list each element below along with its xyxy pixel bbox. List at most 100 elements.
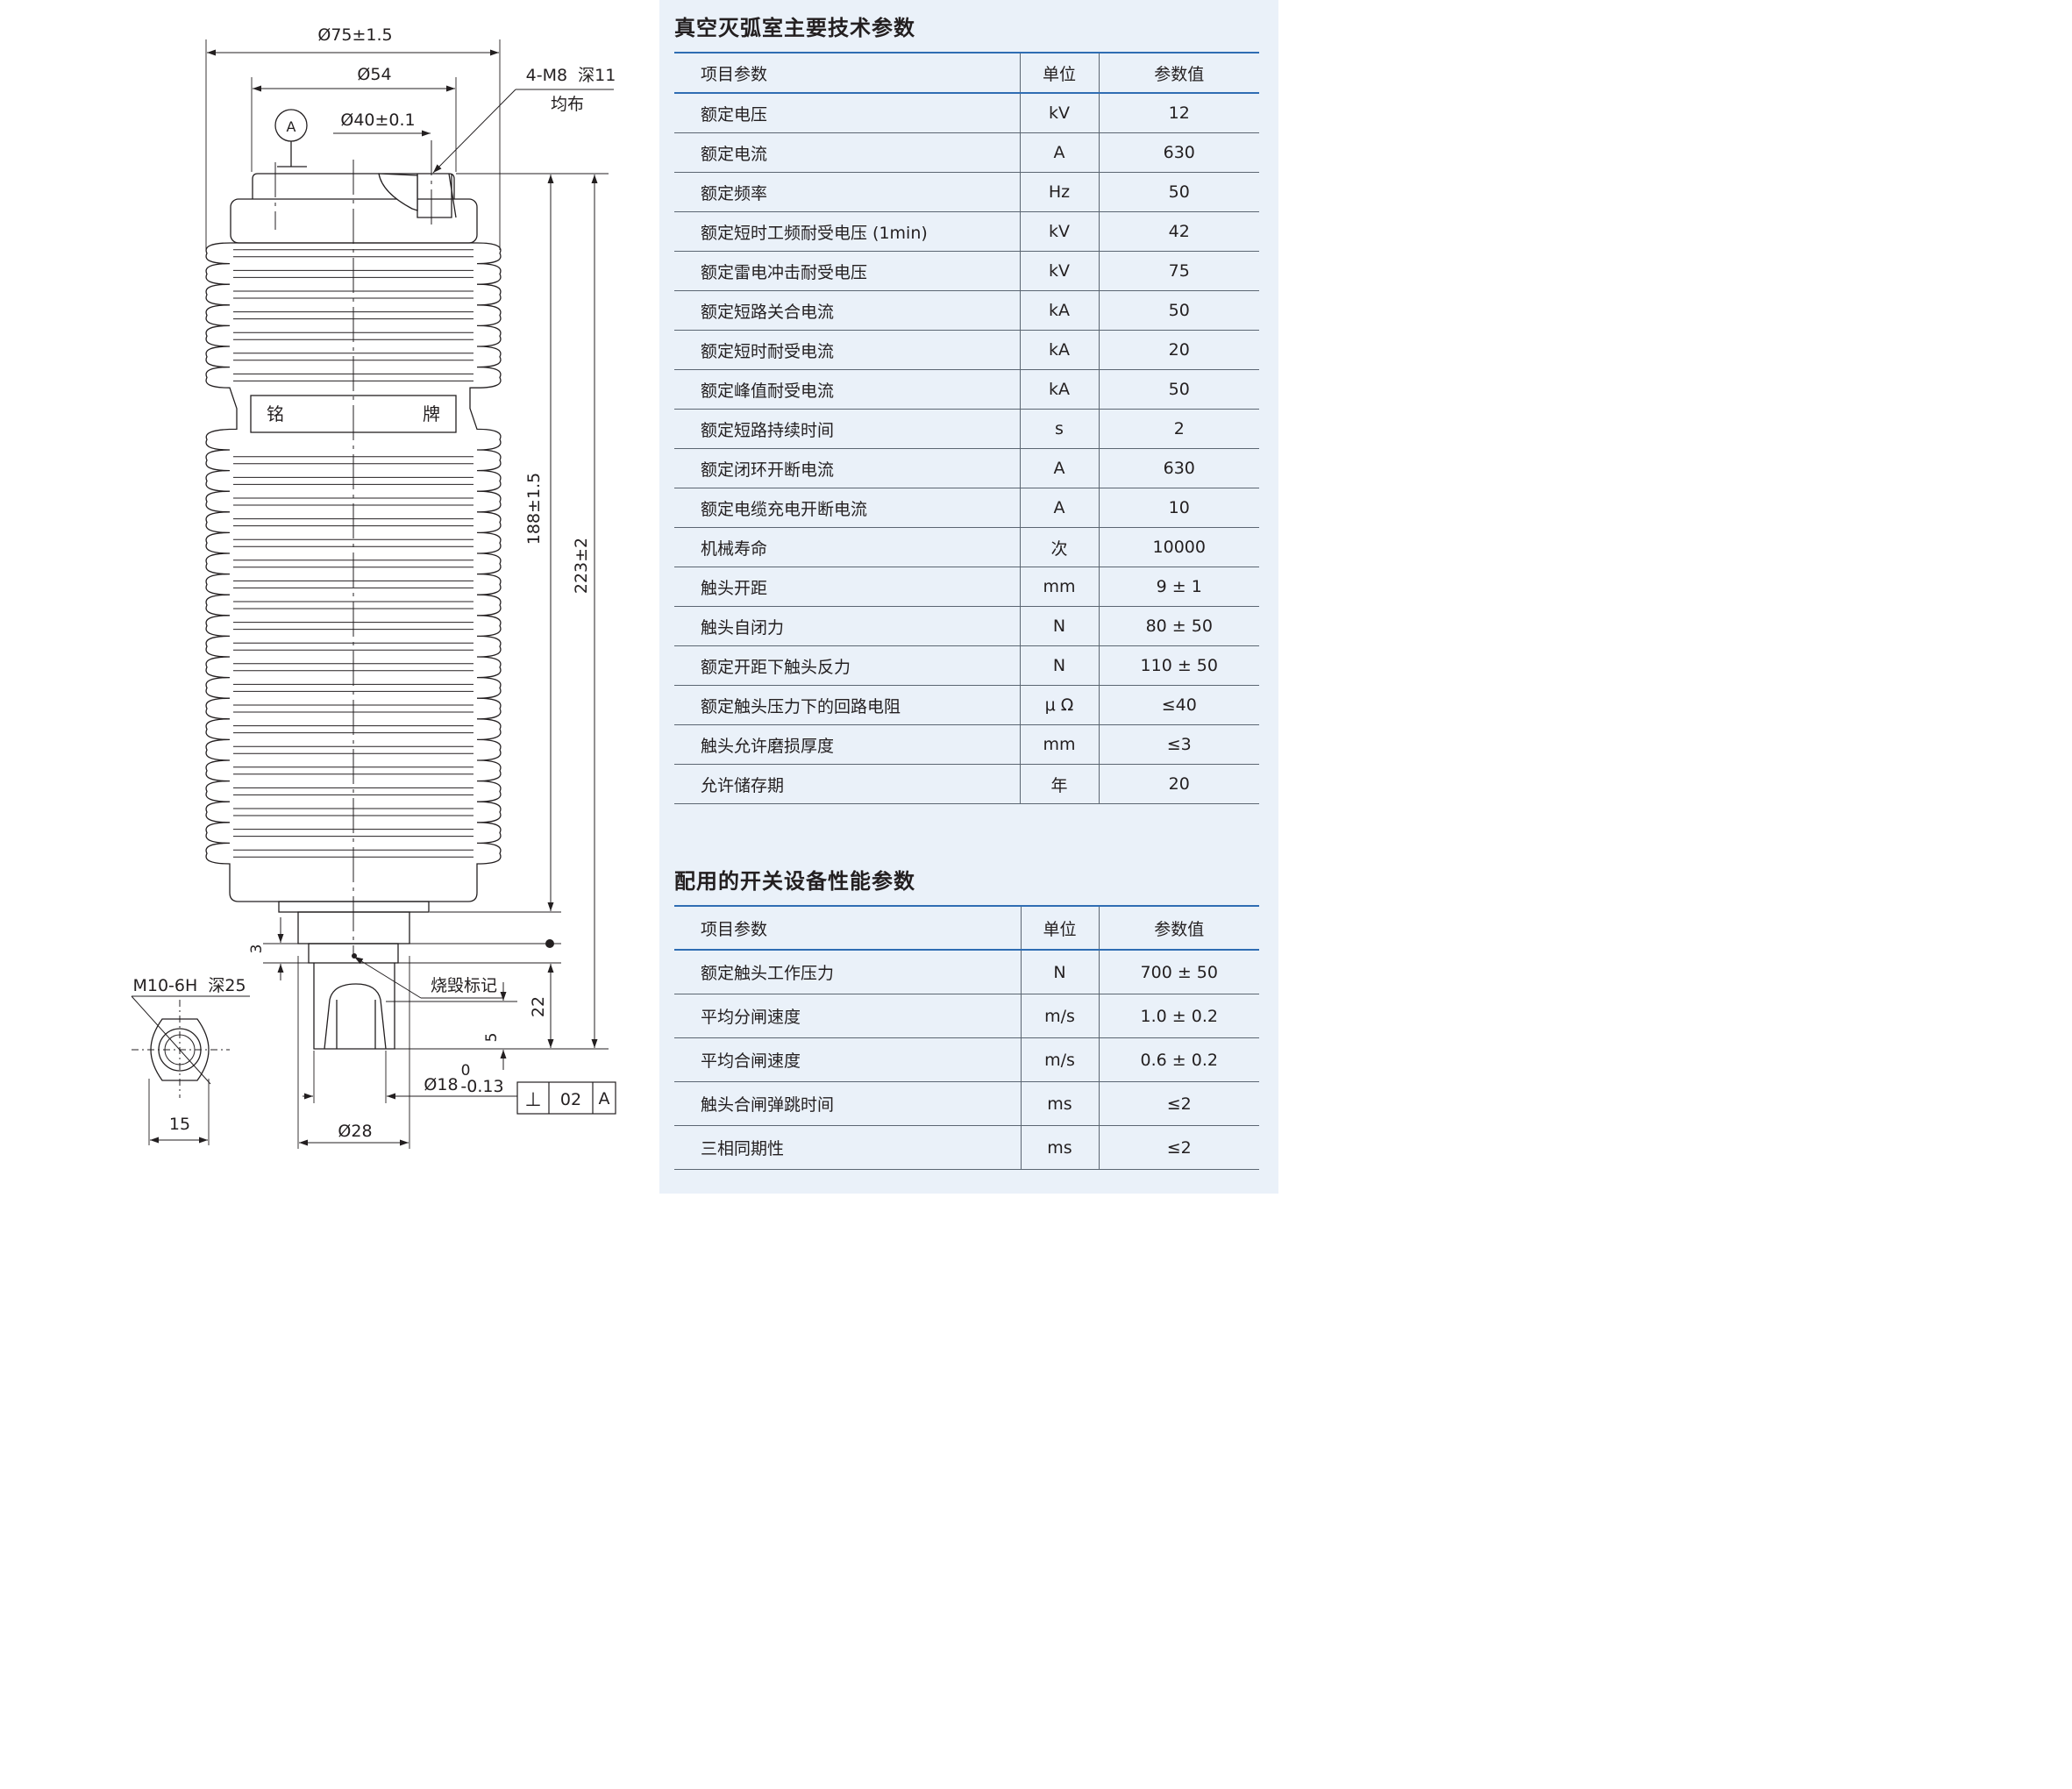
row-unit: m/s [1020,1037,1100,1082]
row-value: 75 [1099,251,1259,291]
row-item: 额定雷电冲击耐受电压 [674,251,1020,291]
row-unit: A [1019,448,1100,488]
row-unit: mm [1019,724,1100,765]
feature-control-frame [516,1081,616,1115]
row-unit: kA [1019,290,1100,331]
row-value: 50 [1099,369,1259,410]
row-item: 触头合闸弹跳时间 [674,1081,1021,1126]
dim-3: 3 [248,944,266,954]
table-header-row: 项目参数 单位 参数值 [674,906,1259,951]
row-value: ≤2 [1099,1081,1259,1126]
row-unit: kV [1019,211,1100,252]
row-item: 额定电流 [674,132,1020,173]
header-item: 项目参数 [674,906,1021,951]
row-item: 额定电缆充电开断电流 [674,488,1020,528]
row-item: 额定触头工作压力 [674,950,1021,994]
leader-end-thread [131,995,211,1085]
row-value: 10 [1099,488,1259,528]
row-unit: kA [1019,330,1100,370]
row-item: 触头允许磨损厚度 [674,724,1020,765]
section-title-switchgear: 配用的开关设备性能参数 [674,869,915,894]
leader-burn-mark [353,956,422,999]
row-value: 110 ± 50 [1099,645,1259,686]
dim-22: 22 [529,996,548,1017]
moving-rod [313,963,395,1050]
row-unit: A [1019,488,1100,528]
row-value: ≤3 [1099,724,1259,765]
dim-pcd: Ø40±0.1 [340,110,415,130]
header-value: 参数值 [1099,53,1259,94]
row-unit: mm [1019,567,1100,607]
dim-rod-tol-upper: 0 [461,1062,471,1080]
fcf-tolerance: 02 [560,1090,581,1109]
row-value: 20 [1099,764,1259,804]
row-value: 700 ± 50 [1099,950,1259,994]
section-title-vacuum-interrupter: 真空灭弧室主要技术参数 [674,16,915,40]
row-item: 平均合闸速度 [674,1037,1021,1082]
row-unit: kV [1019,93,1100,133]
row-value: 12 [1099,93,1259,133]
nameplate-left: 铭 [267,403,284,424]
row-value: 20 [1099,330,1259,370]
row-item: 额定频率 [674,172,1020,212]
row-item: 平均分闸速度 [674,994,1021,1038]
row-value: 42 [1099,211,1259,252]
row-item: 机械寿命 [674,527,1020,567]
table-header-row: 项目参数 单位 参数值 [674,53,1259,94]
row-unit: μ Ω [1019,685,1100,725]
fcf-symbol: ⊥ [524,1089,541,1111]
fcf-datum: A [599,1089,610,1108]
burn-mark-label: 烧毁标记 [431,976,497,995]
row-value: 0.6 ± 0.2 [1099,1037,1259,1082]
row-unit: kV [1019,251,1100,291]
end-thread: M10-6H 深25 [132,976,246,995]
row-item: 触头自闭力 [674,606,1020,646]
row-value: ≤40 [1099,685,1259,725]
dim-rod-dia: Ø18 [424,1075,458,1094]
row-item: 额定短时耐受电流 [674,330,1020,370]
nameplate-right: 牌 [423,403,440,424]
dim-outer-dia: Ø75±1.5 [317,25,392,45]
dim-flange-dia: Ø54 [357,65,391,84]
row-unit: ms [1020,1081,1100,1126]
dim-15: 15 [169,1115,190,1134]
header-unit: 单位 [1020,906,1100,951]
row-unit: 年 [1019,764,1100,804]
dim-body-height: 188±1.5 [524,473,544,545]
thread-top-note: 均布 [551,95,584,114]
leader-thread-top [432,89,516,174]
row-value: ≤2 [1099,1125,1259,1170]
row-unit: N [1019,606,1100,646]
row-value: 10000 [1099,527,1259,567]
row-value: 50 [1099,172,1259,212]
dim-rod-tol-lower: -0.13 [460,1077,503,1096]
row-unit: ms [1020,1125,1100,1170]
datum-label: A [287,118,296,135]
row-value: 2 [1099,409,1259,449]
row-value: 80 ± 50 [1099,606,1259,646]
end-view [150,1018,210,1081]
row-unit: s [1019,409,1100,449]
dim-dot [545,939,554,948]
dim-stem-dia: Ø28 [338,1122,372,1141]
row-item: 额定短时工频耐受电压 (1min) [674,211,1020,252]
row-unit: Hz [1019,172,1100,212]
